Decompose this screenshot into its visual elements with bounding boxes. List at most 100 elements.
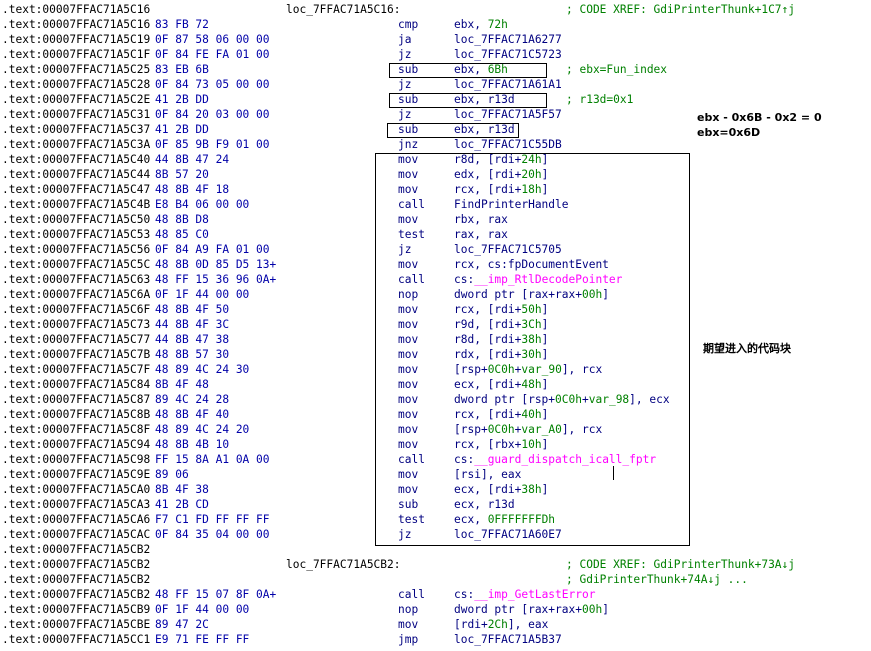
instruction-operands[interactable]: cs:__imp_GetLastError xyxy=(454,587,595,602)
listing-line[interactable]: .text:00007FFAC71A5CB2 xyxy=(0,542,871,557)
instruction-operands[interactable]: [rsi], eax xyxy=(454,467,521,482)
instruction-operands[interactable]: loc_7FFAC71A60E7 xyxy=(454,527,562,542)
instruction-mnemonic: mov xyxy=(398,483,419,496)
instruction-operands[interactable]: loc_7FFAC71A5B37 xyxy=(454,632,562,647)
line-bytes: 48 8B 4B 10 xyxy=(155,438,230,451)
instruction-operands[interactable]: cs:__imp_RtlDecodePointer xyxy=(454,272,622,287)
line-bytes: 48 89 4C 24 30 xyxy=(155,363,250,376)
instruction-operands[interactable]: FindPrinterHandle xyxy=(454,197,569,212)
instruction-operands[interactable]: dword ptr [rsp+0C0h+var_98], ecx xyxy=(454,392,670,407)
instruction-operands[interactable]: loc_7FFAC71A61A1 xyxy=(454,77,562,92)
instruction-operands[interactable]: rcx, [rdi+18h] xyxy=(454,182,548,197)
instruction-operands[interactable]: ebx, r13d xyxy=(454,92,515,107)
instruction-operands[interactable]: cs:__guard_dispatch_icall_fptr xyxy=(454,452,656,467)
instruction-mnemonic: jz xyxy=(398,243,412,256)
code-label[interactable]: loc_7FFAC71A5C16: xyxy=(286,3,401,16)
instruction-operands[interactable]: [rsp+0C0h+var_90], rcx xyxy=(454,362,602,377)
instruction-mnemonic: jz xyxy=(398,108,412,121)
instruction-operands[interactable]: loc_7FFAC71A5F57 xyxy=(454,107,562,122)
instruction-operands[interactable]: rcx, [rdi+50h] xyxy=(454,302,548,317)
instruction-operands[interactable]: rcx, [rdi+40h] xyxy=(454,407,548,422)
operand-constant: 24h xyxy=(521,153,542,166)
instruction-operands[interactable]: loc_7FFAC71C5723 xyxy=(454,47,562,62)
instruction-operands[interactable]: ecx, [rdi+48h] xyxy=(454,377,548,392)
instruction-operands[interactable]: ebx, r13d xyxy=(454,122,515,137)
instruction-operands[interactable]: ebx, 6Bh xyxy=(454,62,508,77)
instruction-operands[interactable]: ecx, [rdi+38h] xyxy=(454,482,548,497)
line-bytes: 41 2B CD xyxy=(155,498,209,511)
instruction-operands[interactable]: rdx, [rdi+30h] xyxy=(454,347,548,362)
instruction-operands[interactable]: r9d, [rdi+3Ch] xyxy=(454,317,548,332)
instruction-operands[interactable]: loc_7FFAC71C55DB xyxy=(454,137,562,152)
instruction-operands[interactable]: rcx, [rbx+10h] xyxy=(454,437,548,452)
line-address: .text:00007FFAC71A5CA3 xyxy=(2,498,151,511)
operand-text: FindPrinterHandle xyxy=(454,198,569,211)
instruction-operands[interactable]: r8d, [rdi+38h] xyxy=(454,332,548,347)
code-label[interactable]: loc_7FFAC71A5CB2: xyxy=(286,558,401,571)
operand-text: ebx, r13d xyxy=(454,123,515,136)
instruction-operands[interactable]: rcx, cs:fpDocumentEvent xyxy=(454,257,609,272)
line-address: .text:00007FFAC71A5C47 xyxy=(2,183,151,196)
line-address: .text:00007FFAC71A5C2E xyxy=(2,93,151,106)
instruction-operands[interactable]: ebx, 72h xyxy=(454,17,508,32)
listing-line[interactable]: .text:00007FFAC71A5CB2; GdiPrinterThunk+… xyxy=(0,572,871,587)
instruction-operands[interactable]: rbx, rax xyxy=(454,212,508,227)
instruction-operands[interactable]: ecx, r13d xyxy=(454,497,515,512)
operand-text: loc_7FFAC71C5705 xyxy=(454,243,562,256)
instruction-operands[interactable]: edx, [rdi+20h] xyxy=(454,167,548,182)
instruction-operands[interactable]: loc_7FFAC71A6277 xyxy=(454,32,562,47)
line-address: .text:00007FFAC71A5C44 xyxy=(2,168,151,181)
instruction-operands[interactable]: rax, rax xyxy=(454,227,508,242)
instruction-operands[interactable]: r8d, [rdi+24h] xyxy=(454,152,548,167)
instruction-operands[interactable]: loc_7FFAC71C5705 xyxy=(454,242,562,257)
instruction-operands[interactable]: dword ptr [rax+rax+00h] xyxy=(454,602,609,617)
instruction-operands[interactable]: ecx, 0FFFFFFFDh xyxy=(454,512,555,527)
instruction-operands[interactable]: [rdi+2Ch], eax xyxy=(454,617,548,632)
instruction-operands[interactable]: dword ptr [rax+rax+00h] xyxy=(454,287,609,302)
instruction-operands[interactable]: [rsp+0C0h+var_A0], rcx xyxy=(454,422,602,437)
line-bytes: E9 71 FE FF FF xyxy=(155,633,250,646)
